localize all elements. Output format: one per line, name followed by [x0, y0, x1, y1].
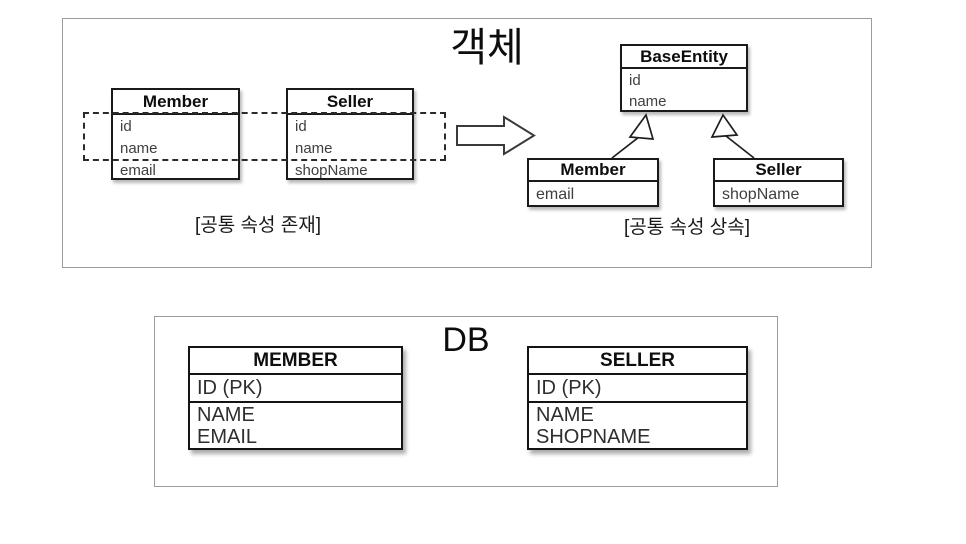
db-table-columns-member: NAME EMAIL [190, 403, 401, 448]
class-attribute: shopName [722, 186, 800, 203]
db-table-column: EMAIL [197, 426, 258, 448]
caption-common-attrs-exist: [공통 속성 존재] [195, 215, 321, 236]
db-table-column: SHOPNAME [536, 426, 651, 448]
class-attrs-seller-before: id name shopName [288, 115, 412, 182]
class-header-seller-before: Seller [288, 90, 412, 115]
class-attribute: email [120, 162, 156, 179]
class-box-base-entity: BaseEntity id name [620, 44, 748, 112]
db-table-seller: SELLER ID (PK) NAME SHOPNAME [527, 346, 748, 450]
class-header-seller-after: Seller [715, 160, 842, 182]
class-attrs-member-before: id name email [113, 115, 238, 182]
class-attribute: id [295, 118, 307, 135]
common-attrs-dashed-box [83, 112, 446, 161]
object-section-title: 객체 [450, 26, 524, 70]
class-attrs-seller-after: shopName [715, 182, 842, 207]
class-box-member-before: Member id name email [111, 88, 240, 180]
class-attribute: name [295, 140, 333, 157]
db-table-pk-row: ID (PK) [190, 375, 401, 403]
class-attribute: email [536, 186, 575, 203]
db-table-member: MEMBER ID (PK) NAME EMAIL [188, 346, 403, 450]
class-box-seller-before: Seller id name shopName [286, 88, 414, 180]
class-box-seller-after: Seller shopName [713, 158, 844, 207]
db-table-columns-seller: NAME SHOPNAME [529, 403, 746, 448]
db-table-header-member: MEMBER [190, 348, 401, 375]
caption-common-attrs-inherited: [공통 속성 상속] [624, 217, 750, 238]
class-attrs-member-after: email [529, 182, 657, 207]
db-section-title: DB [442, 321, 490, 359]
class-attribute: name [629, 93, 667, 110]
class-box-member-after: Member email [527, 158, 659, 207]
class-header-member-after: Member [529, 160, 657, 182]
db-table-column: NAME [536, 404, 594, 426]
class-attrs-base-entity: id name [622, 69, 746, 112]
db-table-column: NAME [197, 404, 255, 426]
class-attribute: shopName [295, 162, 368, 179]
class-header-base-entity: BaseEntity [622, 46, 746, 69]
db-table-header-seller: SELLER [529, 348, 746, 375]
class-attribute: id [120, 118, 132, 135]
class-header-member-before: Member [113, 90, 238, 115]
db-table-pk-row: ID (PK) [529, 375, 746, 403]
class-attribute: name [120, 140, 158, 157]
class-attribute: id [629, 72, 641, 89]
